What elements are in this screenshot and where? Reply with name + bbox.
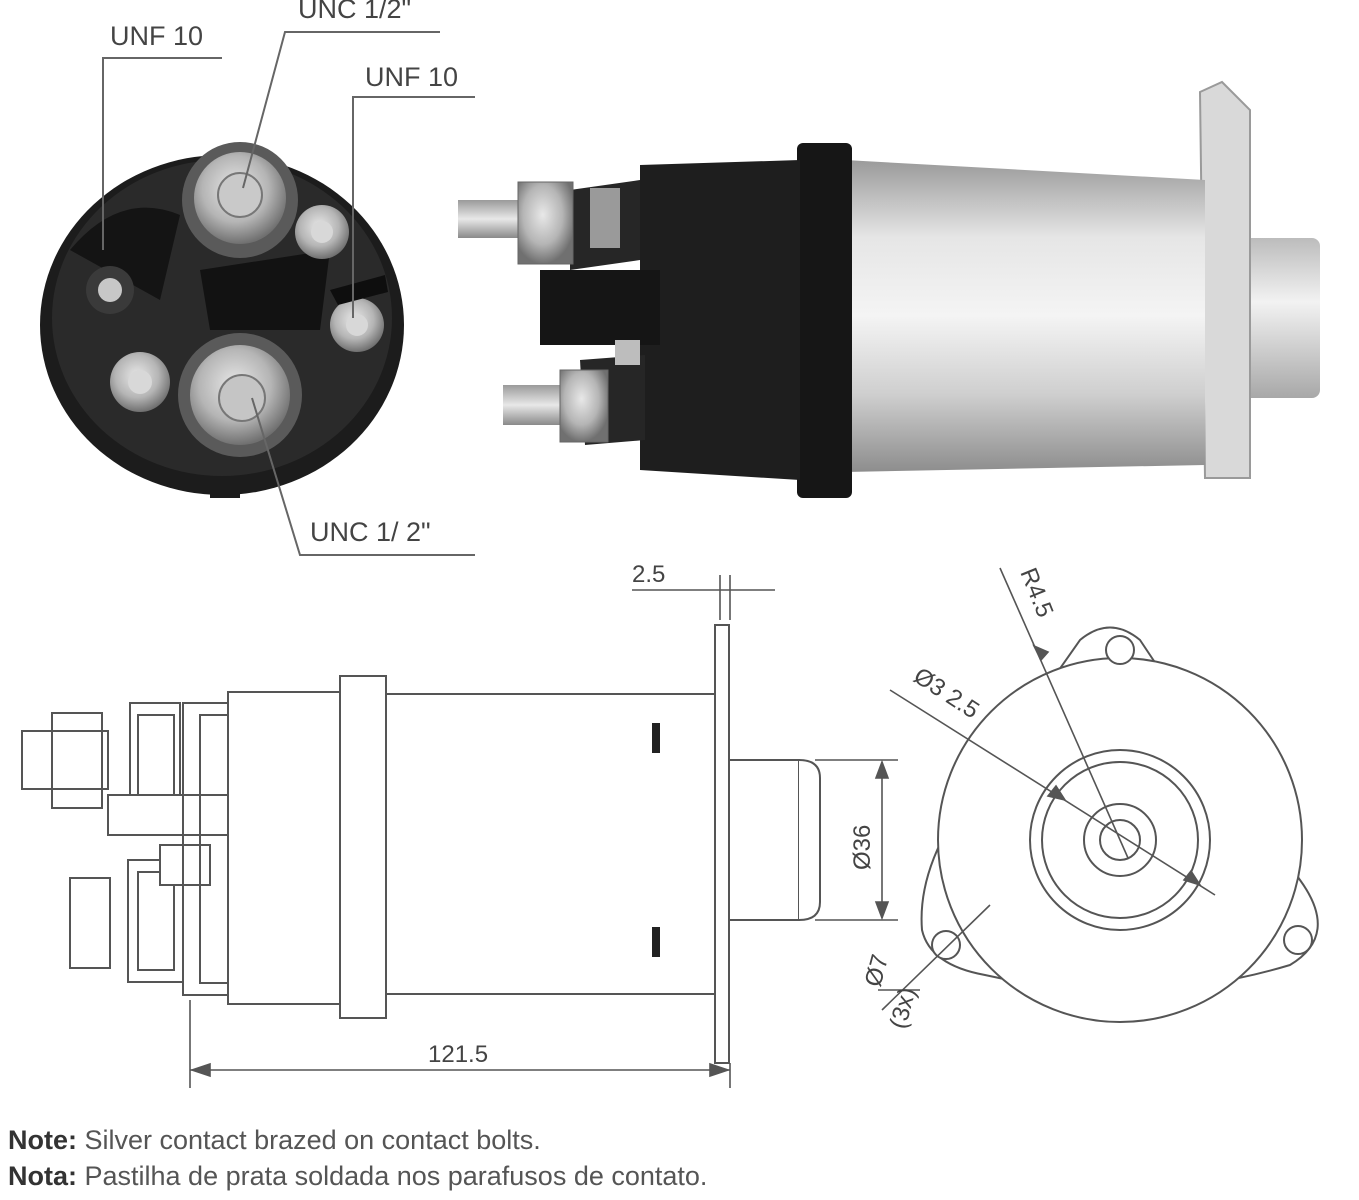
dim-overall-length: 121.5 xyxy=(428,1041,488,1068)
dim-hole-count: (3x) xyxy=(885,985,922,1032)
note-portuguese-text: Pastilha de prata soldada nos parafusos … xyxy=(77,1161,708,1191)
end-dimensions xyxy=(878,567,1216,1011)
black-collar xyxy=(797,143,852,498)
bolt-bottom xyxy=(503,385,563,425)
callout-unf-left: UNF 10 xyxy=(110,21,203,51)
drawing-collar xyxy=(339,675,387,1019)
drawing-housing xyxy=(385,693,717,995)
drawing-cap xyxy=(227,691,344,1005)
silver-housing xyxy=(845,160,1205,472)
dim-flange-thickness: 2.5 xyxy=(632,561,665,588)
dim-radius: R4.5 xyxy=(1014,564,1058,621)
mount-hole-left xyxy=(931,930,961,960)
notes-block: Note: Silver contact brazed on contact b… xyxy=(8,1122,707,1194)
side-view-drawing xyxy=(21,624,821,1064)
callout-unc-bottom: UNC 1/ 2" xyxy=(310,517,431,547)
note-english: Note: Silver contact brazed on contact b… xyxy=(8,1122,707,1158)
mounting-flange xyxy=(1198,80,1251,479)
slot-mark-top xyxy=(652,723,660,753)
slot-mark-bottom xyxy=(652,927,660,957)
leader-unf-left xyxy=(102,57,222,250)
leader-unf-right xyxy=(352,96,475,318)
note-english-text: Silver contact brazed on contact bolts. xyxy=(77,1125,541,1155)
note-english-label: Note: xyxy=(8,1125,77,1155)
bolt-top xyxy=(458,200,523,238)
drawing-flange xyxy=(714,624,730,1064)
mount-hole-right xyxy=(1283,925,1313,955)
black-cap xyxy=(640,160,800,480)
dim-plunger-diameter: Ø36 xyxy=(849,825,876,870)
leader-unc-top xyxy=(242,31,440,189)
dim-bolt-circle: Ø3 2.5 xyxy=(909,662,984,724)
mount-hole-top xyxy=(1105,635,1135,665)
plunger-shaft xyxy=(1230,238,1320,398)
drawing-plunger xyxy=(728,759,800,921)
leader-unc-bottom xyxy=(251,397,475,556)
end-view-photo xyxy=(40,142,404,498)
callout-unc-top: UNC 1/2" xyxy=(298,0,411,24)
note-portuguese: Nota: Pastilha de prata soldada nos para… xyxy=(8,1158,707,1194)
side-dimensions xyxy=(189,575,898,1088)
callout-unf-right: UNF 10 xyxy=(365,62,458,92)
drawing-stud-bottom xyxy=(69,877,111,969)
dim-hole-diameter: Ø7 xyxy=(860,952,894,990)
end-view-drawing xyxy=(920,626,1319,1023)
note-portuguese-label: Nota: xyxy=(8,1161,77,1191)
side-view-photo xyxy=(458,80,1320,498)
callout-leaders xyxy=(102,31,475,556)
